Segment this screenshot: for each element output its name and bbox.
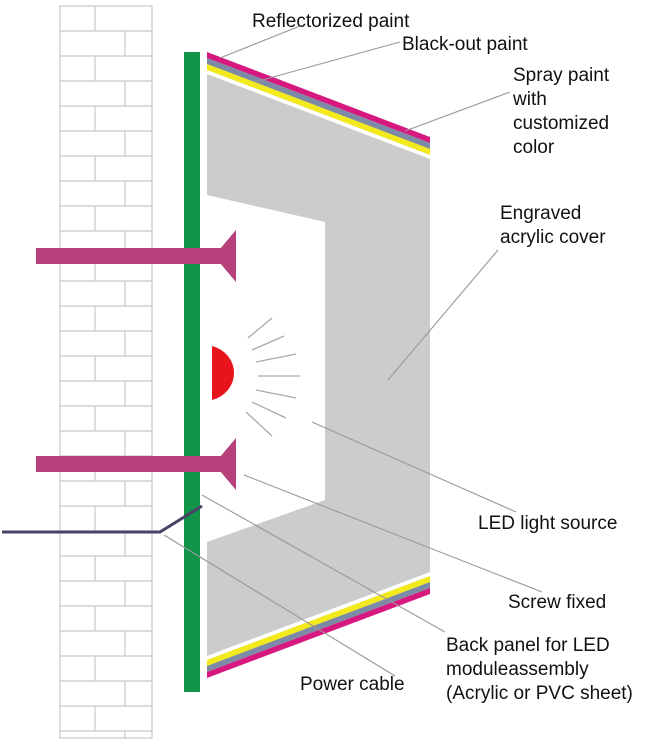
engraved-acrylic-cover: [207, 60, 430, 670]
label-screw-fixed: Screw fixed: [508, 592, 606, 613]
label-blackout-paint: Black-out paint: [402, 34, 528, 55]
leader-engraved: [387, 249, 499, 381]
bottom-spray-stripe: [207, 576, 430, 666]
leader-lines: [163, 25, 543, 677]
top-paint-layers: [207, 52, 430, 159]
leader-blackout: [254, 41, 401, 83]
light-ray: [255, 389, 297, 399]
label-spray-paint-1: Spray paint: [513, 65, 610, 86]
bottom-blackout-stripe: [207, 582, 430, 672]
light-ray: [251, 401, 287, 419]
bottom-face-edge: [207, 572, 430, 660]
light-ray: [251, 335, 285, 351]
wall-outline: [59, 5, 153, 739]
led-light-rays: [245, 317, 300, 437]
leader-led: [311, 421, 517, 513]
leader-power-cable: [163, 534, 396, 677]
led-light-source: [212, 346, 235, 400]
light-ray: [245, 411, 273, 437]
label-back-panel-1: Back panel for LED: [446, 635, 610, 656]
label-led-light-source: LED light source: [478, 513, 617, 534]
power-cable: [2, 504, 203, 534]
label-spray-paint-4: color: [513, 137, 555, 158]
light-ray: [255, 353, 297, 363]
leader-reflectorized: [219, 25, 301, 59]
label-spray-paint-3: customized: [513, 113, 609, 134]
leader-spray: [404, 91, 511, 132]
label-engraved-1: Engraved: [500, 203, 581, 224]
light-ray: [247, 317, 273, 339]
top-blackout-stripe: [207, 58, 430, 149]
top-reflectorized-stripe: [207, 52, 430, 143]
brick-wall: [59, 5, 153, 739]
label-back-panel-3: (Acrylic or PVC sheet): [446, 683, 633, 704]
top-face-edge: [207, 70, 430, 159]
top-spray-stripe: [207, 64, 430, 155]
label-engraved-2: acrylic cover: [500, 227, 606, 248]
label-reflectorized-paint: Reflectorized paint: [252, 11, 410, 32]
leader-screw: [243, 474, 543, 593]
label-spray-paint-2: with: [512, 89, 547, 110]
back-panel: [184, 52, 200, 692]
screw-top: [36, 230, 236, 282]
bottom-reflectorized-stripe: [207, 588, 430, 678]
label-back-panel-2: moduleassembly: [446, 659, 589, 680]
label-power-cable: Power cable: [300, 674, 405, 695]
bottom-paint-layers: [207, 572, 430, 678]
leader-back-panel: [201, 494, 446, 633]
screw-bottom: [36, 438, 236, 490]
